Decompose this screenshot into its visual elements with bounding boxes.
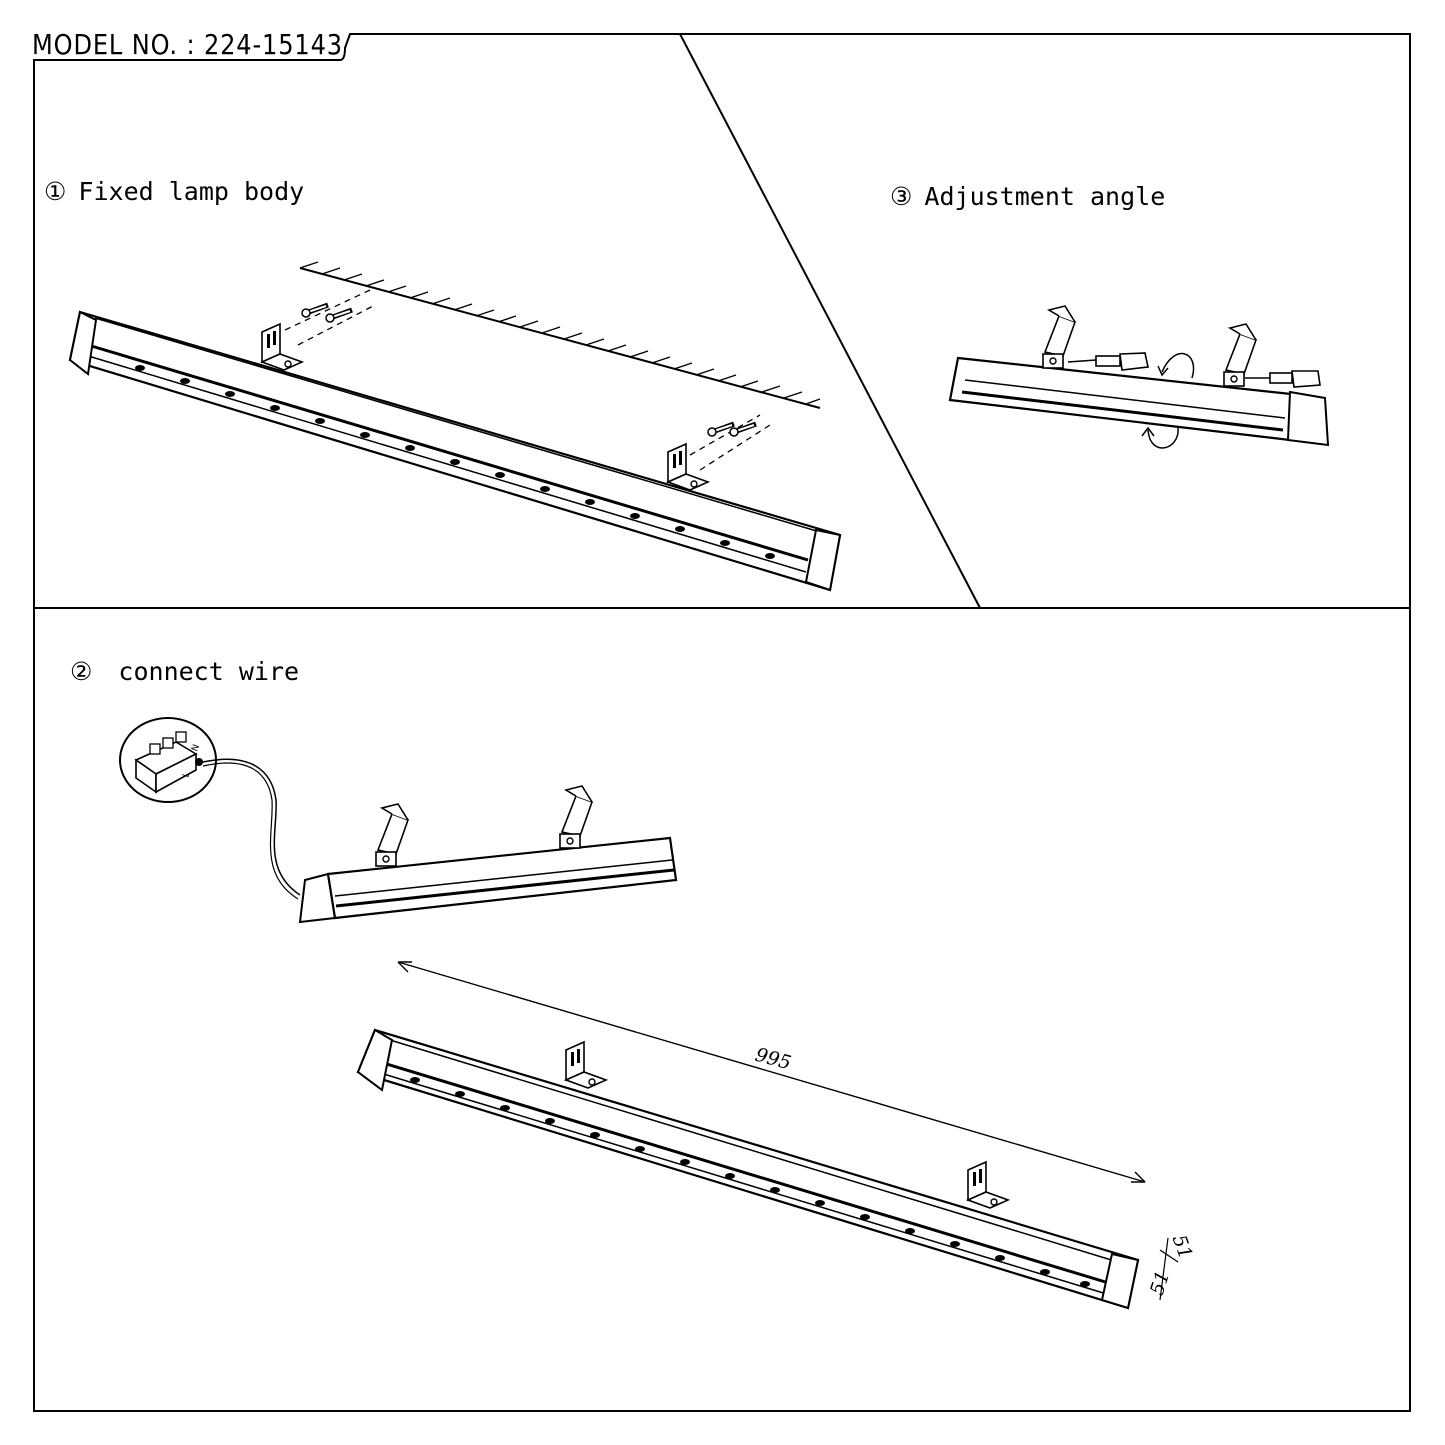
step-3-label: ③ Adjustment angle xyxy=(890,181,1165,213)
step-2-text: connect wire xyxy=(118,657,300,686)
model-number: MODEL NO. : 224-15143 xyxy=(32,28,343,61)
frame xyxy=(33,33,1411,1412)
step-2-label: ② connect wire xyxy=(70,656,299,688)
step-3-number: ③ xyxy=(890,182,913,211)
step-1-text: Fixed lamp body xyxy=(78,177,305,206)
step-2-number: ② xyxy=(70,657,93,686)
step-3-illustration xyxy=(948,305,1330,449)
step-1-illustration xyxy=(68,261,842,592)
step-3-text: Adjustment angle xyxy=(924,182,1166,211)
step-1-number: ① xyxy=(44,177,67,206)
step-1-label: ① Fixed lamp body xyxy=(44,176,304,208)
step-2-illustration: N L xyxy=(119,717,1179,1310)
terminal-n-mark: N xyxy=(190,743,202,753)
terminal-l-mark: L xyxy=(181,771,192,779)
